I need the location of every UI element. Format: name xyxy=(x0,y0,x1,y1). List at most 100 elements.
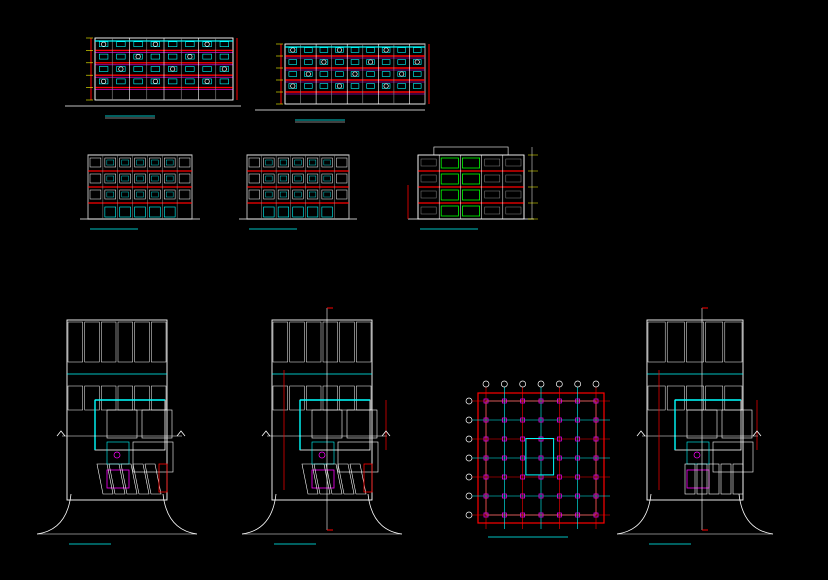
window xyxy=(307,173,319,184)
parking-stall xyxy=(117,321,133,363)
room xyxy=(484,174,501,183)
window xyxy=(307,189,319,200)
window xyxy=(164,173,176,184)
angled-stall xyxy=(108,463,126,495)
grid-bubble xyxy=(592,380,600,388)
column xyxy=(593,398,599,404)
grid-bubble xyxy=(465,511,473,519)
column xyxy=(520,512,526,518)
window-frame xyxy=(309,175,317,182)
window-frame xyxy=(323,191,331,198)
grid-bubble xyxy=(465,492,473,500)
balcony-marker xyxy=(135,54,141,60)
column xyxy=(483,436,489,442)
ramp xyxy=(363,463,373,493)
cut-room xyxy=(461,189,480,201)
balcony-marker xyxy=(204,41,210,47)
street-curb xyxy=(36,493,72,535)
grid-bubble xyxy=(537,380,545,388)
window xyxy=(116,41,126,47)
window xyxy=(321,157,333,168)
elevation-drawing-3[interactable] xyxy=(80,154,200,230)
elevation-drawing-1[interactable] xyxy=(65,37,241,119)
column xyxy=(593,474,599,480)
column xyxy=(575,398,581,404)
grid-bubble xyxy=(465,416,473,424)
window xyxy=(397,83,406,89)
window-frame xyxy=(323,175,331,182)
window-frame xyxy=(265,159,273,166)
section-arrow xyxy=(261,430,271,437)
window xyxy=(336,173,348,184)
parking-stall xyxy=(67,385,83,411)
room xyxy=(721,409,753,439)
window xyxy=(263,157,275,168)
column xyxy=(520,436,526,442)
shopfront xyxy=(163,206,176,218)
elevator xyxy=(106,469,130,489)
column xyxy=(501,474,507,480)
column xyxy=(520,455,526,461)
window xyxy=(185,66,195,72)
window xyxy=(319,71,329,77)
window-frame xyxy=(151,159,159,166)
room xyxy=(420,206,437,215)
floor-plan-ground[interactable] xyxy=(36,319,198,545)
window xyxy=(178,189,191,200)
grid-bubble xyxy=(500,380,508,388)
balcony-marker xyxy=(118,66,124,72)
structural-plan[interactable] xyxy=(465,380,610,538)
column xyxy=(593,417,599,423)
window-frame xyxy=(136,175,144,182)
street-curb xyxy=(616,493,652,535)
balcony-marker xyxy=(204,78,210,84)
floor-plan-first[interactable] xyxy=(241,307,403,545)
shopfront xyxy=(306,206,319,218)
parking-stall xyxy=(67,321,83,363)
shopfront xyxy=(134,206,146,218)
room xyxy=(346,409,378,439)
column xyxy=(483,455,489,461)
balcony-marker xyxy=(101,78,107,84)
shopfront xyxy=(104,206,117,218)
parking-stall xyxy=(289,321,305,363)
column xyxy=(538,417,544,423)
grid-bubble xyxy=(574,380,582,388)
parking-stall xyxy=(684,463,696,495)
elevation-drawing-4[interactable] xyxy=(239,154,357,230)
floor-plan-typical[interactable] xyxy=(616,307,774,545)
window-frame xyxy=(151,191,159,198)
window xyxy=(277,157,289,168)
window xyxy=(116,53,126,60)
elevation-drawing-2[interactable] xyxy=(255,43,430,123)
window-frame xyxy=(121,191,129,198)
window xyxy=(350,83,360,89)
column xyxy=(501,455,507,461)
balcony-marker xyxy=(290,47,296,53)
column xyxy=(575,512,581,518)
window xyxy=(288,59,297,65)
room xyxy=(132,441,174,473)
cut-room xyxy=(461,157,480,169)
window xyxy=(219,78,229,85)
window xyxy=(178,157,191,168)
window xyxy=(104,157,116,168)
column xyxy=(483,493,489,499)
column xyxy=(693,451,701,459)
window xyxy=(366,71,375,77)
column xyxy=(593,512,599,518)
column xyxy=(113,451,121,459)
window xyxy=(381,59,391,65)
parking-stall xyxy=(647,385,666,411)
window xyxy=(366,83,375,89)
window-frame xyxy=(294,159,302,166)
section-drawing[interactable] xyxy=(407,146,538,230)
balcony-marker xyxy=(187,54,193,60)
parking-stall xyxy=(151,321,167,363)
angled-stall xyxy=(120,463,138,495)
angled-stall xyxy=(144,463,162,495)
column xyxy=(538,512,544,518)
column xyxy=(501,398,507,404)
